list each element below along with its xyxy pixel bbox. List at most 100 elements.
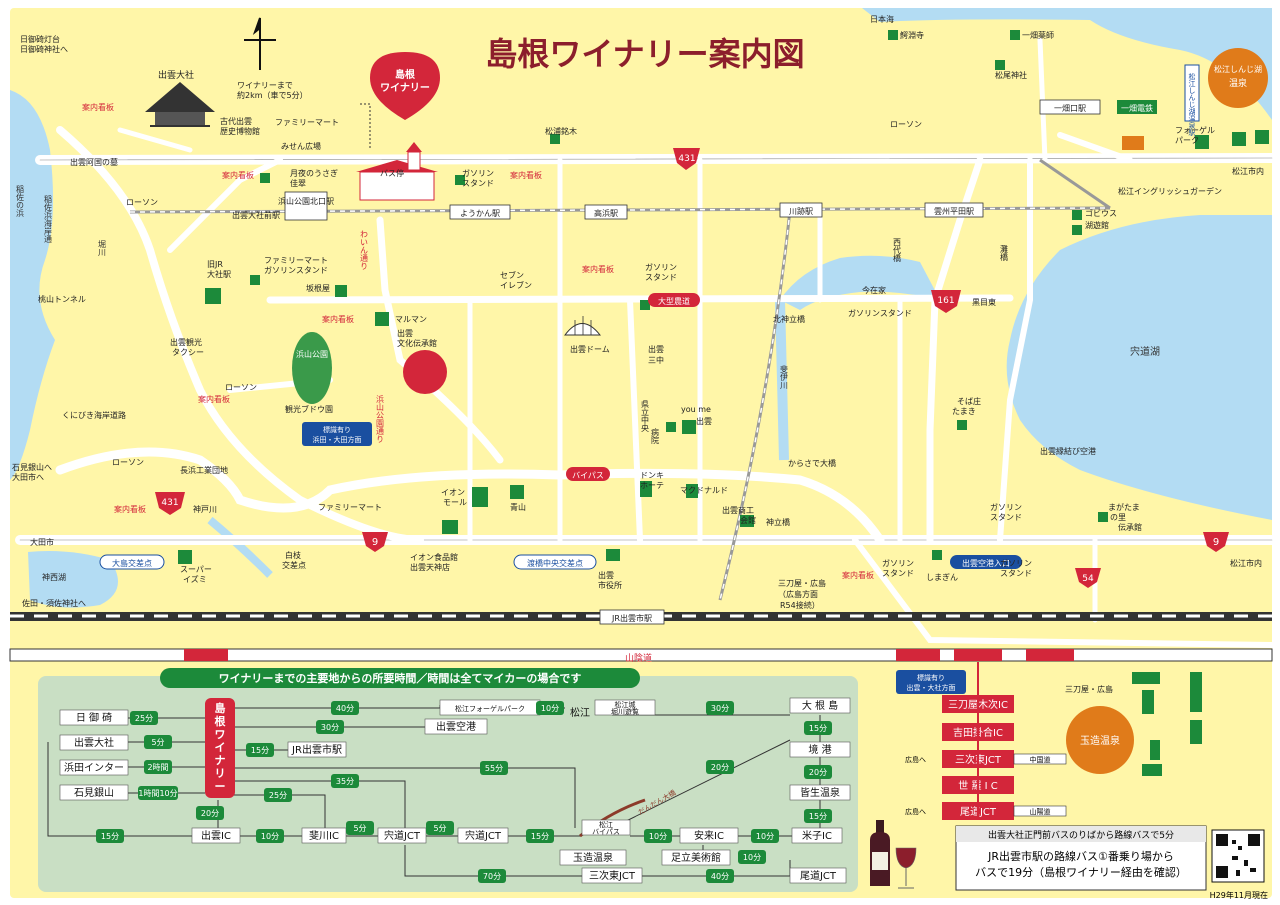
svg-text:ドンキ: ドンキ [640, 471, 664, 480]
svg-text:堀川: 堀川 [98, 240, 107, 256]
svg-text:出雲・大社方面: 出雲・大社方面 [907, 683, 956, 692]
svg-text:浜田・大田方面: 浜田・大田方面 [313, 435, 362, 444]
expressway-ic-list: 三刀屋木次IC 吉田掛合IC 三次東JCT 世 羅 I C 尾道JCT 中国道 … [905, 662, 1067, 820]
svg-text:20分: 20分 [711, 763, 729, 772]
svg-text:旧JR: 旧JR [207, 260, 223, 269]
svg-text:出雲阿国の墓: 出雲阿国の墓 [70, 157, 118, 167]
svg-text:浜田インター: 浜田インター [64, 762, 124, 774]
svg-text:イレブン: イレブン [500, 280, 532, 290]
svg-text:の里: の里 [1110, 513, 1126, 522]
svg-text:431: 431 [678, 154, 695, 164]
svg-text:石見銀山: 石見銀山 [74, 786, 114, 799]
watarihashi-intersection: 渡橋中央交差点 [527, 558, 583, 568]
svg-text:ファミリーマート: ファミリーマート [318, 503, 382, 512]
svg-text:15分: 15分 [809, 812, 827, 821]
north-arrow-icon [244, 17, 276, 70]
svg-text:バス停: バス停 [380, 168, 404, 178]
svg-text:出雲: 出雲 [696, 416, 712, 426]
legend-node: 三次東JCT [581, 867, 643, 884]
svg-text:10分: 10分 [261, 832, 279, 841]
svg-text:会館: 会館 [740, 515, 756, 525]
svg-text:2時間: 2時間 [147, 763, 168, 772]
legend-node: 足立美術館 [661, 849, 731, 866]
svg-text:長浜工業団地: 長浜工業団地 [180, 465, 228, 475]
svg-text:ワイナリー: ワイナリー [380, 82, 430, 94]
legend-time-pill: 10分 [536, 701, 564, 715]
legend-node: 石見銀山 [59, 784, 129, 801]
svg-text:青山: 青山 [510, 502, 526, 512]
svg-text:三中: 三中 [648, 355, 664, 365]
svg-text:松江市内: 松江市内 [1232, 166, 1264, 176]
svg-text:米子IC: 米子IC [802, 829, 832, 842]
svg-text:桃山トンネル: 桃山トンネル [38, 294, 86, 304]
svg-text:25分: 25分 [269, 791, 287, 800]
legend-time-pill: 25分 [130, 711, 158, 725]
svg-text:松江市内: 松江市内 [1230, 558, 1262, 568]
svg-text:35分: 35分 [336, 777, 354, 786]
svg-text:ガソリンスタンド: ガソリンスタンド [264, 265, 328, 275]
svg-text:イオン食品館: イオン食品館 [410, 552, 458, 562]
legend-node: 浜田インター [59, 759, 129, 776]
svg-text:タクシー: タクシー [172, 348, 204, 357]
svg-text:宍道JCT: 宍道JCT [465, 829, 502, 842]
svg-text:案内看板: 案内看板 [322, 314, 354, 324]
svg-text:30分: 30分 [711, 704, 729, 713]
road-names: わいん通り 浜山公園通り 山陰道 大型農道 バイパス くにびき海岸道路 [62, 230, 700, 664]
legend-node: 出雲IC [191, 827, 241, 844]
legend-winery-char: ー [215, 780, 226, 793]
legend-time-pill: 5分 [144, 735, 172, 749]
svg-text:マクドナルド: マクドナルド [680, 486, 728, 495]
ic-labels [184, 649, 1074, 661]
svg-text:25分: 25分 [135, 714, 153, 723]
legend-time-pill: 15分 [804, 721, 832, 735]
svg-text:鰐淵寺: 鰐淵寺 [900, 30, 924, 40]
svg-text:くにびき海岸道路: くにびき海岸道路 [62, 410, 126, 420]
svg-text:島根: 島根 [395, 68, 415, 81]
svg-text:稲佐浜海岸通: 稲佐浜海岸通 [44, 194, 53, 244]
legend-time-pill: 15分 [526, 829, 554, 843]
svg-text:ローソン: ローソン [126, 198, 158, 207]
izumo-taisha-icon [145, 82, 215, 127]
route-9-shield: 9 [1203, 532, 1229, 552]
svg-text:55分: 55分 [485, 764, 503, 773]
svg-text:バイパス: バイパス [592, 828, 620, 836]
svg-text:54: 54 [1082, 574, 1094, 584]
svg-text:案内看板: 案内看板 [114, 504, 146, 514]
svg-text:5分: 5分 [353, 824, 366, 833]
svg-text:案内看板: 案内看板 [842, 570, 874, 580]
svg-text:スタンド: スタンド [882, 569, 914, 578]
svg-text:斐伊川: 斐伊川 [780, 364, 789, 389]
svg-text:5分: 5分 [151, 738, 164, 747]
svg-text:伝承館: 伝承館 [1118, 522, 1142, 532]
legend-node: 玉造温泉 [559, 849, 627, 866]
svg-text:1時間10分: 1時間10分 [138, 789, 177, 798]
svg-text:40分: 40分 [336, 704, 354, 713]
route-9-shield: 9 [362, 532, 388, 552]
svg-text:15分: 15分 [251, 746, 269, 755]
svg-text:バイパス: バイパス [572, 471, 604, 480]
winery-building-icon [356, 142, 438, 201]
legend-time-pill: 10分 [644, 829, 672, 843]
intersections: 大島交差点 渡橋中央交差点 出雲空港入口 [99, 554, 1022, 570]
svg-text:モール: モール [443, 498, 467, 507]
legend-node: 宍道JCT [457, 827, 509, 844]
travel-time-panel: ワイナリーまでの主要地からの所要時間／時間は全てマイカーの場合です 島根ワイナリ… [38, 668, 858, 892]
svg-text:スタンド: スタンド [990, 513, 1022, 522]
svg-text:出雲大社正門前バスのりばから路線バスで5分: 出雲大社正門前バスのりばから路線バスで5分 [988, 829, 1174, 841]
svg-text:日御碕神社へ: 日御碕神社へ [20, 44, 68, 54]
svg-text:出雲観光: 出雲観光 [170, 337, 202, 347]
legend-time-pill: 25分 [264, 788, 292, 802]
svg-text:431: 431 [161, 498, 178, 508]
svg-text:文化伝承館: 文化伝承館 [397, 338, 437, 348]
qr-code-pattern [1216, 834, 1260, 878]
svg-text:大 根 島: 大 根 島 [802, 699, 838, 712]
svg-text:たまき: たまき [952, 407, 976, 416]
legend-time-pill: 10分 [751, 829, 779, 843]
svg-text:三次東JCT: 三次東JCT [589, 869, 636, 882]
svg-text:温泉: 温泉 [1229, 77, 1247, 89]
svg-text:ガソリン: ガソリン [462, 168, 494, 178]
svg-text:イオン: イオン [441, 488, 465, 497]
svg-text:県立中央: 県立中央 [641, 400, 650, 433]
svg-text:案内看板: 案内看板 [510, 170, 542, 180]
station-youkan: ようかん駅 [460, 209, 500, 218]
